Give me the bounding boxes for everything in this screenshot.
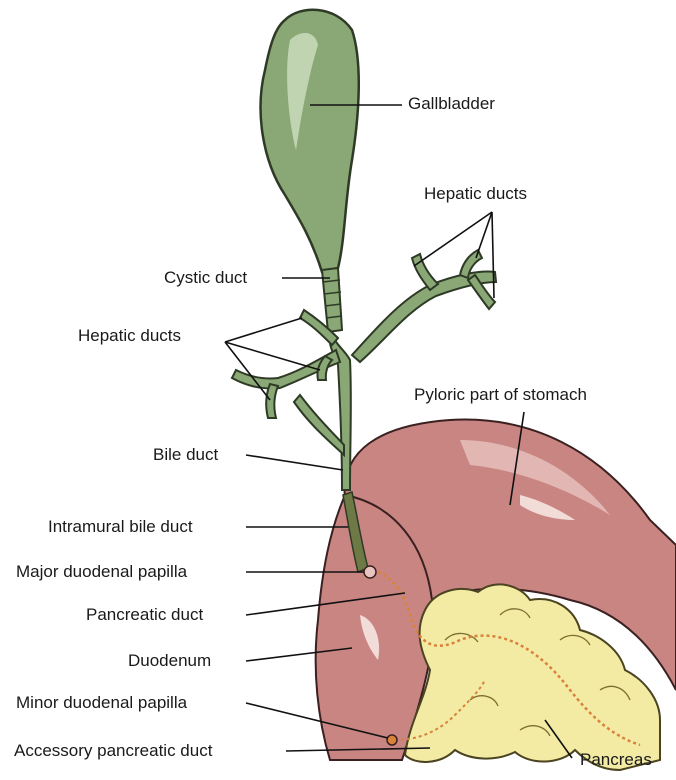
label-hepatic-ducts-left: Hepatic ducts: [78, 326, 181, 346]
label-cystic-duct: Cystic duct: [164, 268, 247, 288]
leader-hepatic-right-2: [476, 212, 492, 258]
label-major-duodenal-papilla: Major duodenal papilla: [16, 562, 187, 582]
label-bile-duct: Bile duct: [153, 445, 218, 465]
minor-duodenal-papilla-marker: [387, 735, 397, 745]
label-pancreatic-duct: Pancreatic duct: [86, 605, 203, 625]
label-pancreas: Pancreas: [580, 750, 652, 770]
label-pyloric-stomach: Pyloric part of stomach: [414, 385, 587, 405]
leader-hepatic-left-3: [225, 342, 270, 400]
label-duodenum: Duodenum: [128, 651, 211, 671]
major-duodenal-papilla-marker: [364, 566, 376, 578]
leader-hepatic-left-1: [225, 318, 302, 342]
leader-bile-duct: [246, 455, 343, 470]
leader-hepatic-right-3: [492, 212, 494, 298]
left-hepatic-bile-join: [294, 395, 344, 455]
label-intramural-bile-duct: Intramural bile duct: [48, 517, 193, 537]
label-accessory-pancreatic-duct: Accessory pancreatic duct: [14, 741, 212, 761]
label-hepatic-ducts-right: Hepatic ducts: [424, 184, 527, 204]
leader-hepatic-left-2: [225, 342, 320, 370]
label-gallbladder: Gallbladder: [408, 94, 495, 114]
left-hepatic-branch-lower: [266, 384, 278, 418]
right-hepatic-branch-up: [412, 254, 438, 290]
label-minor-duodenal-papilla: Minor duodenal papilla: [16, 693, 187, 713]
